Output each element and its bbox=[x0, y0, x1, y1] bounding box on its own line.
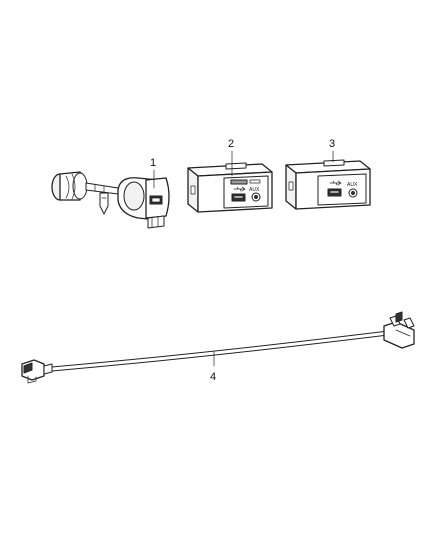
svg-text:2: 2 bbox=[228, 138, 234, 150]
svg-text:4: 4 bbox=[210, 371, 216, 383]
callout-4: 4 bbox=[210, 351, 216, 383]
aux-label: AUX bbox=[347, 182, 358, 188]
power-outlet-part bbox=[51, 171, 170, 229]
aux-label: AUX bbox=[249, 187, 260, 193]
svg-text:1: 1 bbox=[150, 157, 156, 169]
usb-symbol-icon bbox=[329, 180, 342, 186]
svg-text:3: 3 bbox=[329, 138, 335, 150]
cable-harness-part bbox=[21, 311, 415, 384]
usb-aux-module-3: AUX bbox=[285, 159, 371, 210]
usb-symbol-icon bbox=[233, 186, 246, 192]
usb-aux-module-2: AUX bbox=[187, 162, 273, 213]
callout-3: 3 bbox=[329, 138, 335, 163]
callout-2: 2 bbox=[228, 138, 234, 177]
callout-1: 1 bbox=[150, 157, 156, 189]
